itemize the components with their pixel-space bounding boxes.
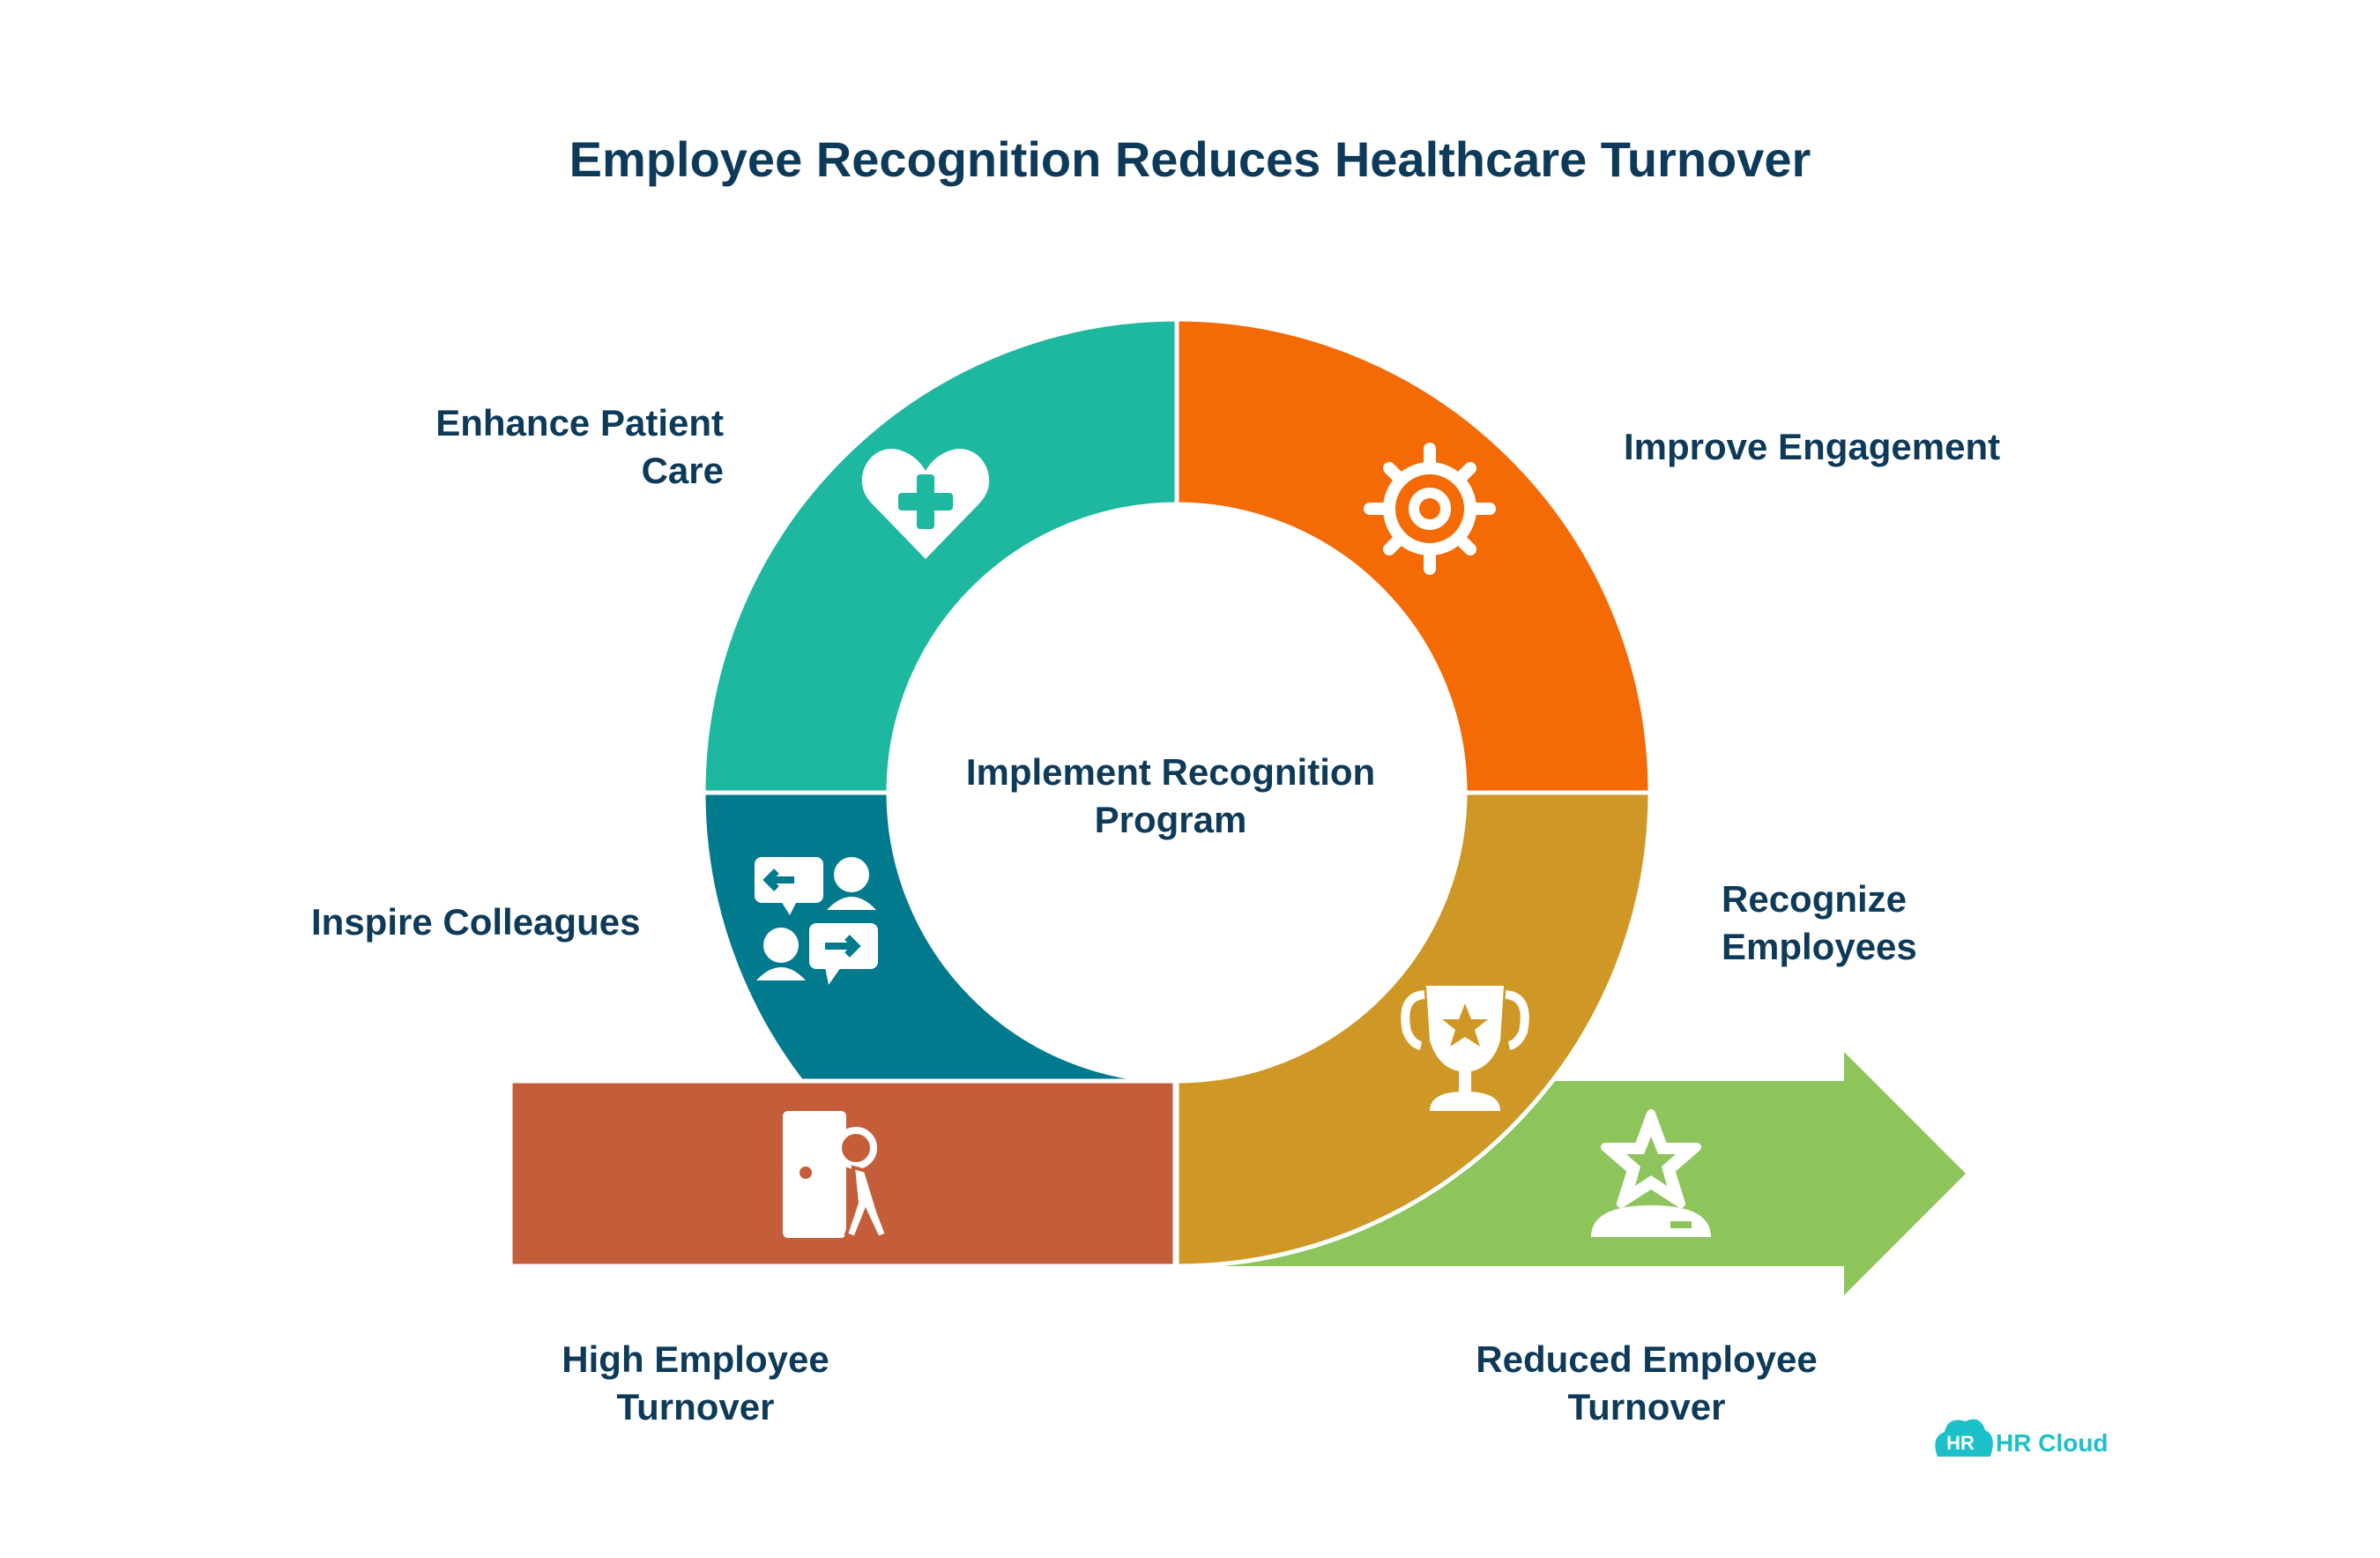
label-enhance-patient-care-1: Enhance Patient — [435, 402, 724, 444]
label-improve-engagement: Improve Engagement — [1624, 426, 2000, 467]
gear-icon — [1364, 443, 1496, 575]
segment-improve-engagement — [1174, 317, 1653, 795]
segment-recognize-employees — [1174, 790, 1653, 1269]
conversation-icon — [755, 857, 878, 985]
person-leaving-icon — [783, 1111, 889, 1241]
center-label-line1: Implement Recognition — [966, 751, 1375, 793]
page-title: Employee Recognition Reduces Healthcare … — [569, 131, 1811, 187]
label-reduced-turnover-2: Turnover — [1568, 1386, 1726, 1428]
label-recognize-employees-2: Employees — [1722, 926, 1917, 967]
logo-badge: HR — [1946, 1432, 1975, 1454]
heart-plus-icon — [861, 449, 990, 559]
label-inspire-colleagues: Inspire Colleagues — [311, 901, 640, 943]
label-recognize-employees-1: Recognize — [1722, 878, 1907, 920]
label-high-turnover-2: Turnover — [617, 1386, 775, 1428]
label-reduced-turnover-1: Reduced Employee — [1476, 1338, 1817, 1380]
hr-cloud-logo: HR HR Cloud — [1935, 1419, 2109, 1457]
trophy-icon — [1401, 986, 1529, 1111]
star-person-icon — [1591, 1109, 1711, 1237]
label-high-turnover-1: High Employee — [562, 1338, 829, 1380]
logo-text: HR Cloud — [1996, 1429, 2109, 1457]
label-enhance-patient-care-2: Care — [642, 450, 724, 491]
segment-enhance-patient-care — [701, 317, 1179, 795]
center-label-line2: Program — [1095, 799, 1247, 840]
